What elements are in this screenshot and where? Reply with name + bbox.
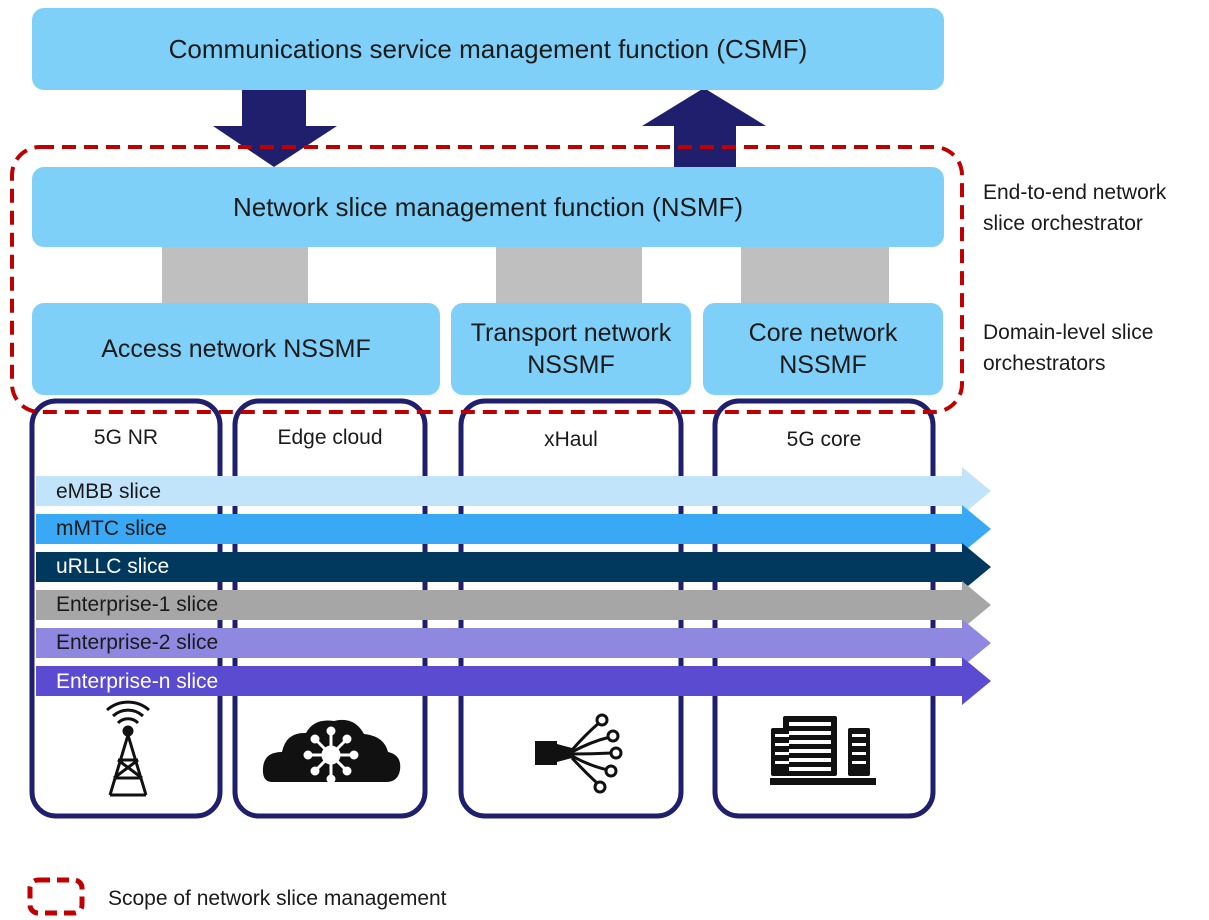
slice-arrow-4 xyxy=(36,619,991,667)
core-nssmf-label-line2: NSSMF xyxy=(779,351,867,379)
down-arrow xyxy=(213,88,337,167)
scope-outline xyxy=(10,145,964,414)
slice-label-enterprise-n: Enterprise-n slice xyxy=(56,670,219,693)
scope-legend-icon xyxy=(27,877,85,916)
transport-nssmf-box: Transport network NSSMF xyxy=(451,303,691,395)
access-nssmf-box: Access network NSSMF xyxy=(32,303,440,395)
slice-label-embb: eMBB slice xyxy=(56,480,162,503)
e2e-orchestrator-label: End-to-end network slice orchestrator xyxy=(983,177,1205,239)
domain-orchestrators-label-line2: orchestrators xyxy=(983,352,1106,375)
domain-orchestrators-label-line1: Domain-level slice xyxy=(983,321,1154,344)
server-rack-icon xyxy=(770,716,876,785)
transport-nssmf-label-line2: NSSMF xyxy=(527,351,615,379)
transport-nssmf-label-line1: Transport network xyxy=(470,319,672,347)
slice-arrow-2 xyxy=(36,543,991,591)
slice-label-urllc: uRLLC slice xyxy=(56,555,170,578)
slice-label-mmtc: mMTC slice xyxy=(56,517,167,540)
connector-core xyxy=(741,247,889,303)
e2e-orchestrator-label-line1: End-to-end network xyxy=(983,181,1167,204)
connector-access xyxy=(162,247,308,303)
csmf-box: Communications service management functi… xyxy=(32,8,944,90)
scope-legend-label: Scope of network slice management xyxy=(108,887,447,910)
domain-orchestrators-label: Domain-level slice orchestrators xyxy=(983,317,1205,379)
column-title-5g-core: 5G core xyxy=(786,428,862,451)
nsmf-box: Network slice management function (NSMF) xyxy=(32,167,944,247)
fiber-split-icon xyxy=(535,713,623,794)
slice-arrow-5 xyxy=(36,657,991,705)
e2e-orchestrator-label-line2: slice orchestrator xyxy=(983,212,1143,235)
slice-arrows xyxy=(36,467,991,705)
connector-transport xyxy=(496,247,642,303)
column-title-edge-cloud: Edge cloud xyxy=(277,426,383,449)
slice-arrow-1 xyxy=(36,505,991,553)
up-arrow xyxy=(642,88,766,167)
column-title-5g-nr: 5G NR xyxy=(93,426,159,449)
column-title-xhaul: xHaul xyxy=(544,428,598,451)
antenna-tower-icon xyxy=(106,700,150,797)
slice-label-enterprise-1: Enterprise-1 slice xyxy=(56,593,219,616)
slice-arrow-0 xyxy=(36,467,991,515)
csmf-label: Communications service management functi… xyxy=(168,33,808,64)
core-nssmf-label-line1: Core network xyxy=(748,319,898,347)
slice-label-enterprise-2: Enterprise-2 slice xyxy=(56,631,219,654)
cloud-network-icon xyxy=(262,719,401,784)
slice-arrow-3 xyxy=(36,581,991,629)
nsmf-label: Network slice management function (NSMF) xyxy=(232,191,744,222)
access-nssmf-label: Access network NSSMF xyxy=(101,334,371,363)
core-nssmf-box: Core network NSSMF xyxy=(703,303,943,395)
